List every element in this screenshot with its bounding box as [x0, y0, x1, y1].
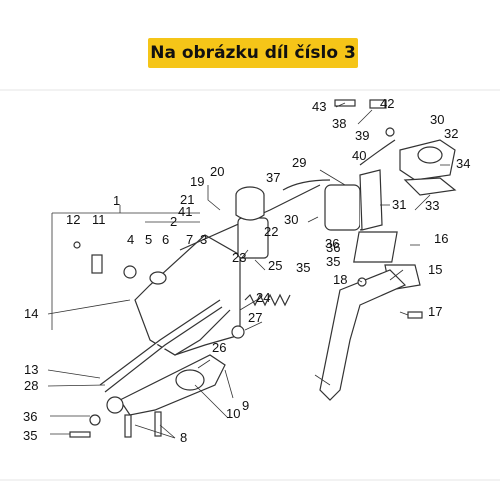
label-29: 29: [292, 155, 306, 170]
label-23: 23: [232, 250, 246, 265]
label-42: 42: [380, 96, 394, 111]
label-6: 6: [162, 232, 169, 247]
label-18: 18: [333, 272, 347, 287]
label-39: 39: [355, 128, 369, 143]
label-41: 41: [178, 204, 192, 219]
label-3: 3: [200, 232, 207, 247]
label-8: 8: [180, 430, 187, 445]
label-25: 25: [268, 258, 282, 273]
diagram-frame: [0, 89, 500, 481]
label-5: 5: [145, 232, 152, 247]
label-17: 17: [428, 304, 442, 319]
label-2: 2: [170, 214, 177, 229]
label-35-left: 35: [23, 428, 37, 443]
label-36-right: 36: [326, 240, 340, 255]
label-11: 11: [92, 212, 106, 227]
label-34: 34: [456, 156, 470, 171]
label-15: 15: [428, 262, 442, 277]
label-12: 12: [66, 212, 80, 227]
leader-lines: [47, 102, 450, 439]
label-22: 22: [264, 224, 278, 239]
part-labels: 1 2 3 4 5 6 7 8 9 10 11 12 13 14 15 16 1…: [23, 96, 470, 445]
label-40: 40: [352, 148, 366, 163]
label-36: 36: [325, 236, 339, 251]
label-33: 33: [425, 198, 439, 213]
label-1: 1: [113, 193, 120, 208]
label-31: 31: [392, 197, 406, 212]
label-35-right: 35: [326, 254, 340, 269]
label-24: 24: [256, 290, 270, 305]
label-20: 20: [210, 164, 224, 179]
label-19: 19: [190, 174, 204, 189]
label-7: 7: [186, 232, 193, 247]
label-43: 43: [312, 99, 326, 114]
label-38: 38: [332, 116, 346, 131]
label-4: 4: [127, 232, 134, 247]
label-9: 9: [242, 398, 249, 413]
label-27: 27: [248, 310, 262, 325]
label-28: 28: [24, 378, 38, 393]
label-13: 13: [24, 362, 38, 377]
label-16: 16: [434, 231, 448, 246]
label-32: 32: [444, 126, 458, 141]
label-10: 10: [226, 406, 240, 421]
label-37: 37: [266, 170, 280, 185]
label-14: 14: [24, 306, 38, 321]
label-26: 26: [212, 340, 226, 355]
label-30: 30: [430, 112, 444, 127]
parts-artwork: [69, 99, 457, 438]
label-35: 35: [296, 260, 310, 275]
label-36-left: 36: [23, 409, 37, 424]
label-21: 21: [180, 192, 194, 207]
part-number-banner: Na obrázku díl číslo 3: [148, 38, 358, 68]
label-30-mid: 30: [284, 212, 298, 227]
